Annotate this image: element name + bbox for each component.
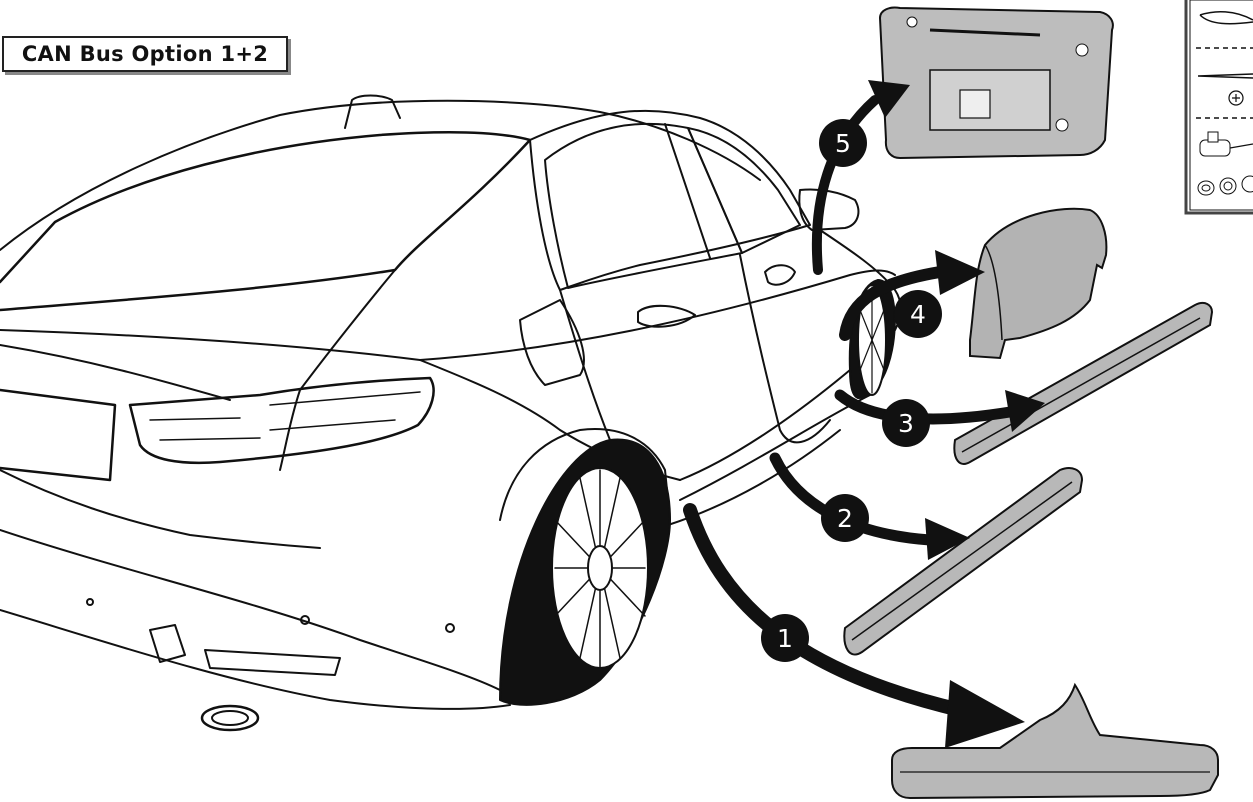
trim-tool-icon	[1199, 10, 1253, 25]
arrow-4	[839, 266, 946, 341]
svg-text:3: 3	[898, 409, 914, 438]
phillips-screw-icon	[1228, 90, 1244, 106]
step-badge-5: 5	[819, 119, 867, 167]
part-wheel-arch-trim	[969, 207, 1108, 360]
svg-text:2: 2	[837, 504, 853, 533]
diagram-title: CAN Bus Option 1+2	[2, 36, 288, 72]
part-sill-trim-rear	[843, 467, 1084, 656]
svg-text:4: 4	[910, 300, 926, 329]
car-illustration	[0, 94, 902, 732]
screwdriver-icon	[1197, 73, 1253, 79]
part-side-panel-trim	[878, 6, 1114, 160]
svg-text:5: 5	[835, 129, 851, 158]
arrow-5	[811, 95, 880, 275]
tools-panel	[1184, 0, 1253, 215]
step-badge-1: 1	[761, 614, 809, 662]
crimp-tool-icon	[1199, 131, 1253, 157]
step-badges: 1 2 3 4 5	[761, 119, 942, 662]
part-rear-bumper-trim	[891, 682, 1219, 800]
step-badge-4: 4	[894, 290, 942, 338]
svg-text:1: 1	[777, 624, 793, 653]
step-badge-3: 3	[882, 399, 930, 447]
connector-icon	[1197, 175, 1253, 196]
step-badge-2: 2	[821, 494, 869, 542]
